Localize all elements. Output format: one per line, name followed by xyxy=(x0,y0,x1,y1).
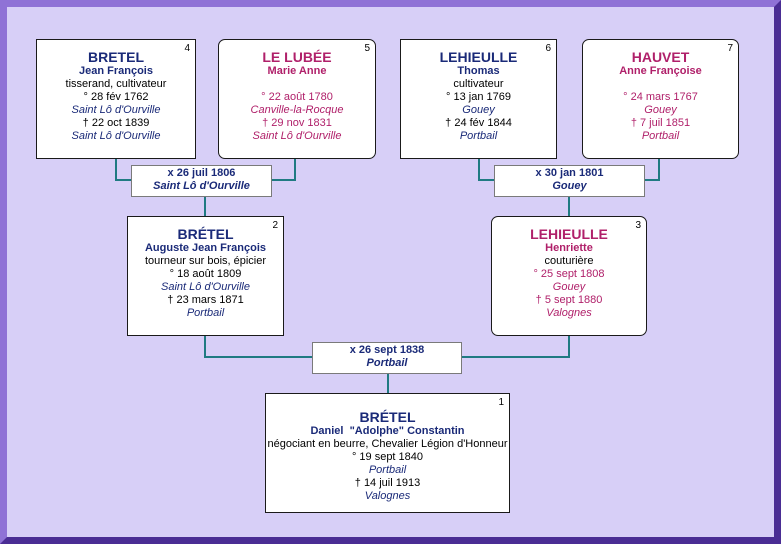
person-card-6[interactable]: 6 LEHIEULLE Thomas cultivateur ° 13 jan … xyxy=(400,39,557,159)
given-names: Auguste Jean François xyxy=(144,242,267,254)
death-date: † 29 nov 1831 xyxy=(262,117,332,129)
birth-place: Gouey xyxy=(462,104,495,116)
person-card-4[interactable]: 4 BRETEL Jean François tisserand, cultiv… xyxy=(36,39,196,159)
surname: LE LUBÉE xyxy=(262,49,332,65)
person-card-5[interactable]: 5 LE LUBÉE Marie Anne ° 22 août 1780 Can… xyxy=(218,39,376,159)
marriage-date: x 26 juil 1806 xyxy=(167,167,236,179)
marriage-date: x 26 sept 1838 xyxy=(349,344,425,356)
person-card-2[interactable]: 2 BRÉTEL Auguste Jean François tourneur … xyxy=(127,216,284,336)
birth-place: Gouey xyxy=(552,281,586,293)
connector xyxy=(568,336,570,358)
occupation: tourneur sur bois, épicier xyxy=(144,255,267,267)
death-place: Portbail xyxy=(641,130,680,142)
marriage-place: Gouey xyxy=(552,180,587,192)
death-date: † 14 juil 1913 xyxy=(354,477,421,489)
marriage-place: Portbail xyxy=(366,357,408,369)
birth-place: Canville-la-Rocque xyxy=(250,104,344,116)
connector xyxy=(478,159,480,180)
surname: BRÉTEL xyxy=(177,226,234,242)
person-card-1[interactable]: 1 BRÉTEL Daniel "Adolphe" Constantin nég… xyxy=(265,393,510,513)
given-names: Marie Anne xyxy=(267,65,327,77)
death-date: † 22 oct 1839 xyxy=(82,117,150,129)
death-place: Saint Lô d'Ourville xyxy=(252,130,342,142)
person-card-3[interactable]: 3 LEHIEULLE Henriette couturière ° 25 se… xyxy=(491,216,647,336)
marriage-box-6-7: x 30 jan 1801 Gouey xyxy=(494,165,645,197)
birth-date: ° 24 mars 1767 xyxy=(623,91,698,103)
connector xyxy=(478,179,496,181)
connector xyxy=(115,179,133,181)
connector xyxy=(270,179,296,181)
death-date: † 24 fév 1844 xyxy=(445,117,512,129)
birth-date: ° 28 fév 1762 xyxy=(83,91,149,103)
sosa-number: 1 xyxy=(498,397,504,408)
given-names: Jean François xyxy=(79,65,153,77)
occupation: cultivateur xyxy=(453,78,504,90)
surname: BRETEL xyxy=(88,49,144,65)
connector xyxy=(460,356,570,358)
given-names: Daniel "Adolphe" Constantin xyxy=(310,425,465,437)
birth-date: ° 25 sept 1808 xyxy=(533,268,605,280)
birth-date: ° 13 jan 1769 xyxy=(446,91,511,103)
sosa-number: 5 xyxy=(364,43,370,54)
connector xyxy=(568,196,570,216)
birth-date: ° 19 sept 1840 xyxy=(351,451,424,463)
marriage-box-2-3: x 26 sept 1838 Portbail xyxy=(312,342,462,374)
birth-place: Portbail xyxy=(368,464,407,476)
death-place: Portbail xyxy=(186,307,225,319)
birth-date: ° 18 août 1809 xyxy=(169,268,242,280)
connector xyxy=(658,159,660,180)
connector xyxy=(204,196,206,216)
given-names: Henriette xyxy=(545,242,593,254)
death-date: † 23 mars 1871 xyxy=(167,294,244,306)
death-place: Valognes xyxy=(546,307,592,319)
death-place: Saint Lô d'Ourville xyxy=(71,130,161,142)
occupation: tisserand, cultivateur xyxy=(65,78,167,90)
connector xyxy=(387,372,389,394)
death-place: Portbail xyxy=(459,130,498,142)
birth-date: ° 22 août 1780 xyxy=(261,91,333,103)
given-names: Thomas xyxy=(457,65,500,77)
birth-place: Saint Lô d'Ourville xyxy=(71,104,161,116)
death-date: † 5 sept 1880 xyxy=(535,294,603,306)
connector xyxy=(294,159,296,180)
surname: HAUVET xyxy=(631,49,690,65)
marriage-place: Saint Lô d'Ourville xyxy=(153,180,250,192)
marriage-box-4-5: x 26 juil 1806 Saint Lô d'Ourville xyxy=(131,165,272,197)
marriage-date: x 30 jan 1801 xyxy=(535,167,604,179)
sosa-number: 6 xyxy=(545,43,551,54)
surname: LEHIEULLE xyxy=(530,226,608,242)
person-card-7[interactable]: 7 HAUVET Anne Françoise ° 24 mars 1767 G… xyxy=(582,39,739,159)
occupation: couturière xyxy=(544,255,594,267)
occupation: négociant en beurre, Chevalier Légion d'… xyxy=(267,438,508,450)
sosa-number: 4 xyxy=(184,43,190,54)
death-date: † 7 juil 1851 xyxy=(630,117,691,129)
connector xyxy=(204,356,314,358)
sosa-number: 2 xyxy=(272,220,278,231)
occupation xyxy=(583,78,738,91)
death-place: Valognes xyxy=(364,490,411,502)
given-names: Anne Françoise xyxy=(619,65,702,77)
connector xyxy=(115,159,117,180)
connector xyxy=(204,336,206,358)
occupation xyxy=(219,78,375,91)
connector xyxy=(643,179,660,181)
sosa-number: 7 xyxy=(727,43,733,54)
surname: LEHIEULLE xyxy=(439,49,518,65)
sosa-number: 3 xyxy=(635,220,641,231)
birth-place: Gouey xyxy=(644,104,677,116)
surname: BRÉTEL xyxy=(359,409,416,425)
birth-place: Saint Lô d'Ourville xyxy=(161,281,250,293)
